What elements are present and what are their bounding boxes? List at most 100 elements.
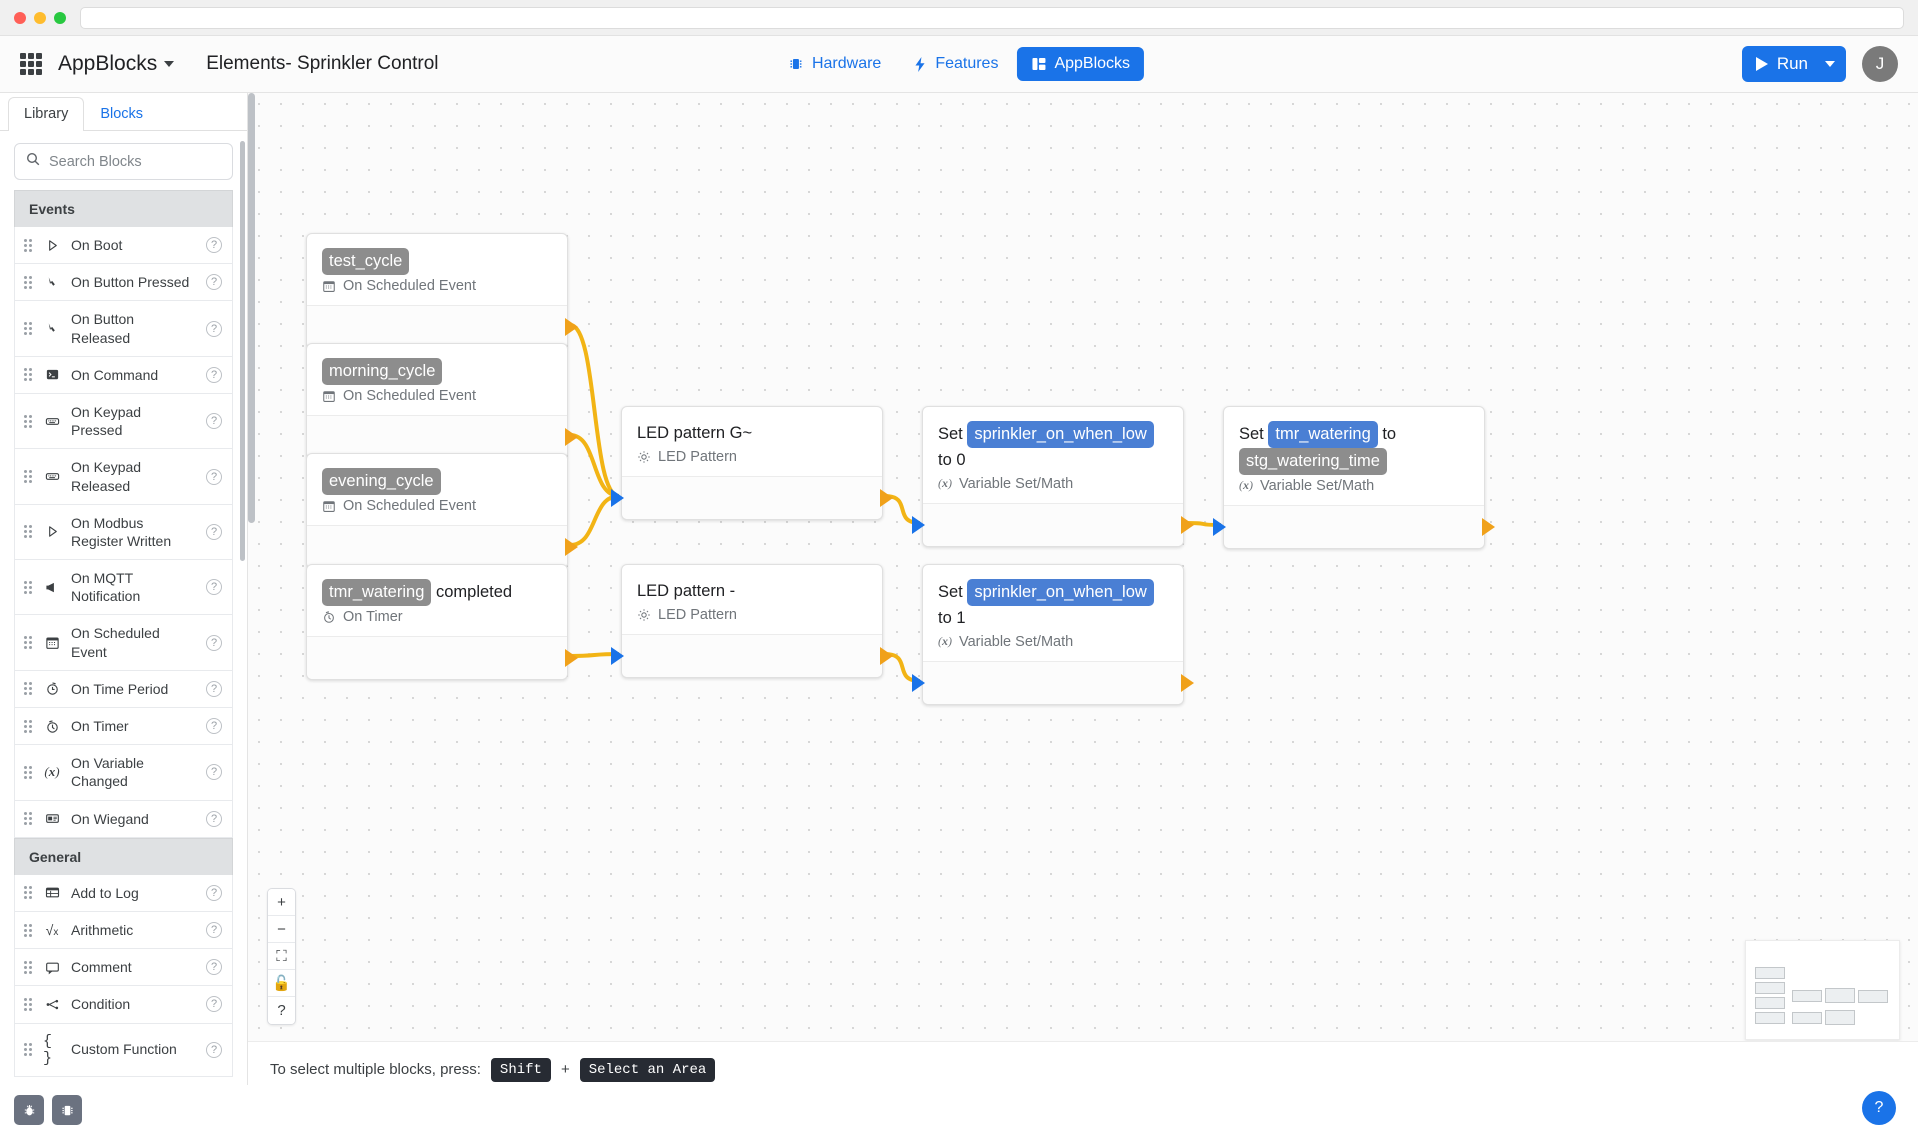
drag-handle-icon[interactable] [24, 580, 33, 594]
output-port[interactable] [1181, 673, 1194, 692]
input-port[interactable] [1213, 517, 1226, 536]
library-block-comment[interactable]: Comment? [14, 949, 233, 987]
library-block-on-scheduled-event[interactable]: On Scheduled Event? [14, 615, 233, 671]
library-block-on-boot[interactable]: On Boot? [14, 227, 233, 265]
drag-handle-icon[interactable] [24, 886, 33, 900]
library-block-on-timer[interactable]: On Timer? [14, 708, 233, 746]
flow-block-n6[interactable]: LED pattern -LED Pattern [611, 564, 893, 678]
chip-icon[interactable] [52, 1095, 82, 1125]
drag-handle-icon[interactable] [24, 765, 33, 779]
help-icon[interactable]: ? [206, 468, 222, 485]
help-icon[interactable]: ? [206, 764, 222, 781]
drag-handle-icon[interactable] [24, 322, 33, 336]
library-block-on-keypad-released[interactable]: On Keypad Released? [14, 449, 233, 505]
flow-block-n8[interactable]: Set sprinkler_on_when_low to 1(x)Variabl… [912, 564, 1194, 705]
bug-debug-icon[interactable] [14, 1095, 44, 1125]
library-block-on-wiegand[interactable]: On Wiegand? [14, 800, 233, 838]
browser-url-bar[interactable] [80, 6, 1904, 29]
library-block-on-variable-changed[interactable]: (x)On Variable Changed? [14, 745, 233, 801]
tab-hardware[interactable]: Hardware [774, 47, 895, 81]
drag-handle-icon[interactable] [24, 414, 33, 428]
library-block-custom-function[interactable]: { }Custom Function? [14, 1023, 233, 1077]
help-icon[interactable]: ? [206, 680, 222, 697]
tab-appblocks[interactable]: AppBlocks [1016, 47, 1145, 81]
lock-toggle-button[interactable]: 🔓 [268, 970, 295, 997]
help-icon[interactable]: ? [206, 996, 222, 1013]
drag-handle-icon[interactable] [24, 470, 33, 483]
canvas-minimap[interactable] [1745, 940, 1900, 1040]
close-window-icon[interactable] [14, 11, 26, 24]
drag-handle-icon[interactable] [24, 960, 33, 974]
library-block-on-modbus-register-written[interactable]: On Modbus Register Written? [14, 504, 233, 561]
brand-menu[interactable]: AppBlocks [58, 52, 175, 76]
tab-features[interactable]: Features [899, 47, 1012, 81]
flow-block-n9[interactable]: Set tmr_watering to stg_watering_time(x)… [1213, 406, 1495, 549]
help-icon[interactable]: ? [206, 237, 222, 254]
help-icon[interactable]: ? [206, 1041, 222, 1058]
output-port[interactable] [880, 646, 893, 665]
minimize-window-icon[interactable] [34, 11, 46, 24]
help-icon[interactable]: ? [206, 634, 222, 651]
flow-block-n7[interactable]: Set sprinkler_on_when_low to 0(x)Variabl… [912, 406, 1194, 547]
help-icon[interactable]: ? [206, 274, 222, 291]
help-icon[interactable]: ? [206, 810, 222, 827]
search-input[interactable] [49, 153, 221, 170]
maximize-window-icon[interactable] [54, 11, 66, 24]
library-block-on-button-released[interactable]: On Button Released? [14, 301, 233, 357]
grid-apps-icon[interactable] [20, 53, 42, 75]
drag-handle-icon[interactable] [24, 812, 33, 826]
drag-handle-icon[interactable] [24, 238, 33, 252]
drag-handle-icon[interactable] [24, 636, 33, 650]
help-icon[interactable]: ? [206, 579, 222, 596]
output-port[interactable] [565, 317, 578, 336]
input-port[interactable] [611, 488, 624, 507]
tab-blocks[interactable]: Blocks [84, 97, 159, 131]
zoom-in-button[interactable]: + [268, 889, 295, 916]
library-block-on-mqtt-notification[interactable]: On MQTT Notification? [14, 560, 233, 616]
help-icon[interactable]: ? [206, 884, 222, 901]
drag-handle-icon[interactable] [24, 997, 33, 1011]
tab-library[interactable]: Library [8, 97, 85, 131]
avatar[interactable]: J [1862, 46, 1898, 82]
search-box[interactable] [14, 143, 233, 180]
drag-handle-icon[interactable] [24, 923, 33, 937]
help-icon[interactable]: ? [206, 922, 222, 939]
library-block-condition[interactable]: Condition? [14, 986, 233, 1024]
help-icon[interactable]: ? [206, 959, 222, 976]
run-button[interactable]: Run [1741, 46, 1846, 82]
output-port[interactable] [880, 488, 893, 507]
output-port[interactable] [1181, 515, 1194, 534]
canvas-help-button[interactable]: ? [268, 997, 295, 1024]
help-fab-button[interactable]: ? [1862, 1091, 1896, 1125]
help-icon[interactable]: ? [206, 413, 222, 430]
drag-handle-icon[interactable] [24, 719, 33, 733]
output-port[interactable] [1482, 517, 1495, 536]
help-icon[interactable]: ? [206, 523, 222, 540]
help-icon[interactable]: ? [206, 320, 222, 337]
library-block-on-button-pressed[interactable]: On Button Pressed? [14, 264, 233, 302]
zoom-out-button[interactable]: − [268, 916, 295, 943]
drag-handle-icon[interactable] [24, 682, 33, 696]
input-port[interactable] [912, 515, 925, 534]
library-block-add-to-log[interactable]: Add to Log? [14, 874, 233, 912]
help-icon[interactable]: ? [206, 366, 222, 383]
drag-handle-icon[interactable] [24, 525, 33, 539]
input-port[interactable] [912, 673, 925, 692]
sidebar-scrollbar[interactable] [240, 141, 245, 561]
help-icon[interactable]: ? [206, 718, 222, 735]
library-block-on-command[interactable]: On Command? [14, 356, 233, 394]
drag-handle-icon[interactable] [24, 368, 33, 382]
library-block-on-keypad-pressed[interactable]: On Keypad Pressed? [14, 393, 233, 450]
fit-view-button[interactable]: ⛶ [268, 943, 295, 970]
output-port[interactable] [565, 537, 578, 556]
library-block-on-time-period[interactable]: On Time Period? [14, 670, 233, 708]
flow-block-n5[interactable]: LED pattern G~LED Pattern [611, 406, 893, 520]
output-port[interactable] [565, 648, 578, 667]
